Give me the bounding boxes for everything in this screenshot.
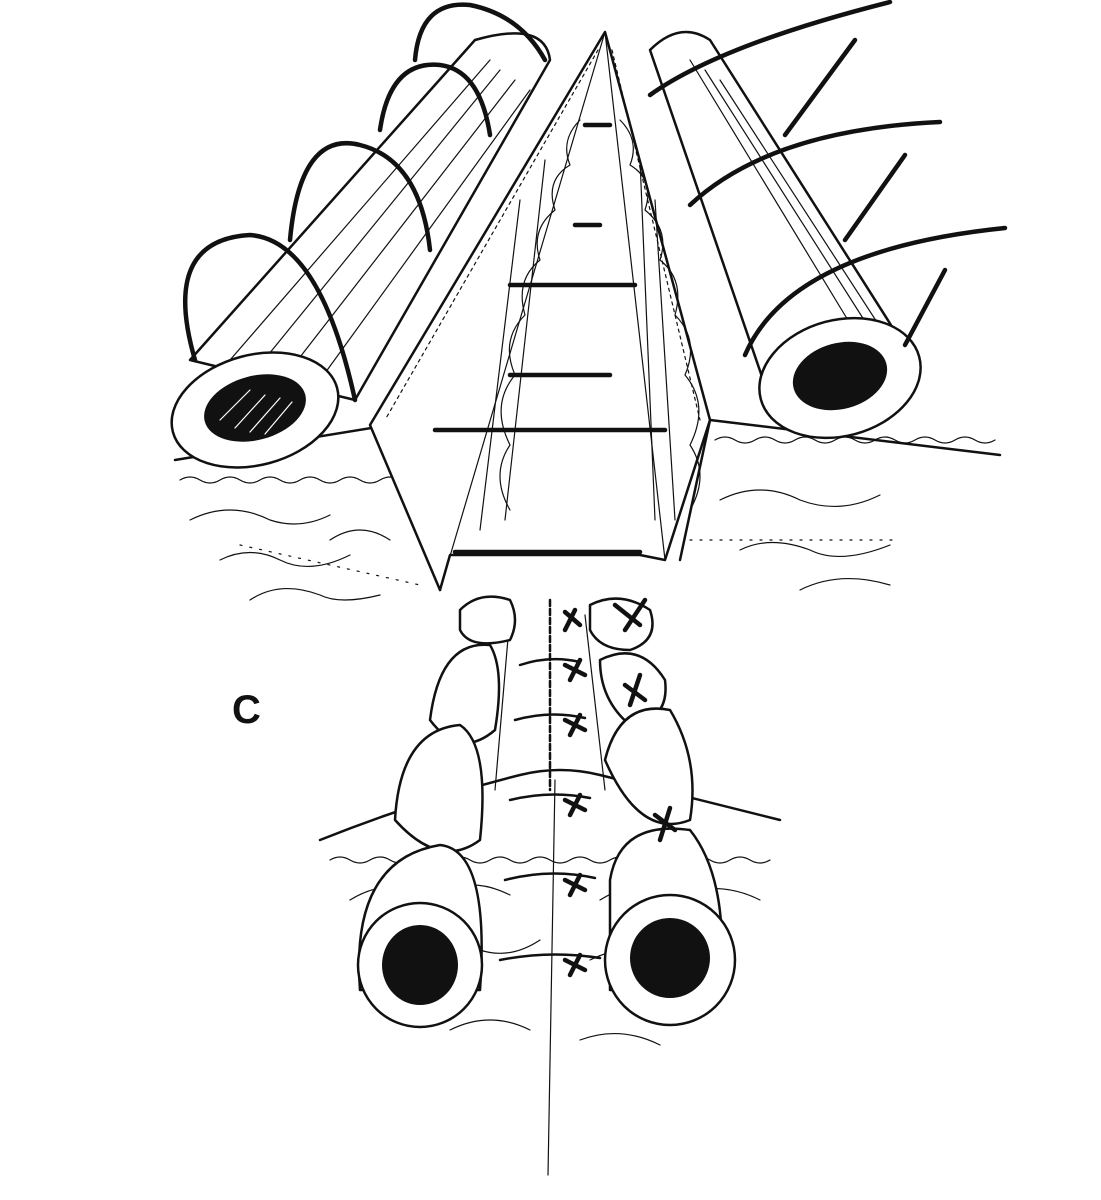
panel-label: C bbox=[232, 688, 261, 732]
left-vessel-tube bbox=[170, 2, 552, 469]
loop-1 bbox=[182, 232, 358, 403]
lower-left-vessel bbox=[356, 595, 517, 1029]
loop-2 bbox=[287, 141, 433, 253]
lower-right-vessel bbox=[588, 597, 737, 1027]
lower-view bbox=[318, 595, 782, 1176]
loop-4 bbox=[412, 2, 548, 63]
central-seam bbox=[494, 598, 606, 978]
right-tissue-bed bbox=[678, 418, 1002, 591]
loop-3 bbox=[377, 62, 493, 138]
seam-knots bbox=[562, 607, 588, 978]
right-vessel-tube bbox=[647, 0, 1008, 440]
triangular-tissue-flap bbox=[368, 30, 712, 592]
upper-view bbox=[170, 0, 1008, 601]
